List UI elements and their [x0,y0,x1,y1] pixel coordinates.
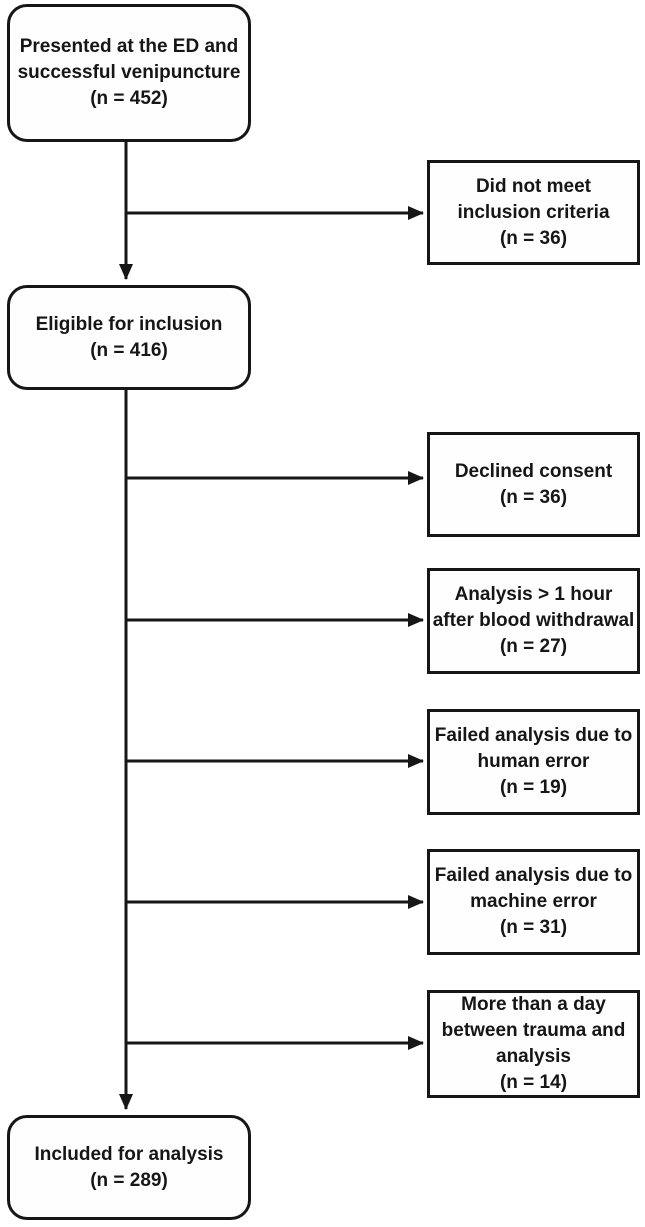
node-failed-machine-error: Failed analysis due to machine error (n … [427,849,640,955]
node-late-analysis: Analysis > 1 hour after blood withdrawal… [427,568,640,674]
node-failed-human-error: Failed analysis due to human error (n = … [427,709,640,815]
node-declined-consent: Declined consent (n = 36) [427,432,640,537]
node-label: Analysis > 1 hour after blood withdrawal [432,584,635,631]
node-count: (n = 416) [90,339,168,361]
node-label: More than a day between trauma and analy… [441,994,626,1067]
node-count: (n = 36) [499,227,568,249]
node-label: Declined consent [454,460,613,482]
node-count: (n = 14) [499,1072,568,1093]
node-label: Failed analysis due to machine error [434,865,633,912]
node-label: Presented at the ED and successful venip… [17,36,241,83]
node-count: (n = 289) [90,1169,168,1191]
node-count: (n = 31) [499,917,568,938]
node-count: (n = 27) [499,636,568,657]
node-presented-at-ed: Presented at the ED and successful venip… [7,4,251,142]
node-included-for-analysis: Included for analysis (n = 289) [7,1115,251,1220]
node-label: Eligible for inclusion [35,313,223,335]
node-did-not-meet-criteria: Did not meet inclusion criteria (n = 36) [427,160,640,265]
node-label: Did not meet inclusion criteria [457,175,610,223]
node-day-between-trauma: More than a day between trauma and analy… [427,990,640,1098]
node-eligible-for-inclusion: Eligible for inclusion (n = 416) [7,285,251,390]
node-count: (n = 36) [499,486,568,508]
node-label: Failed analysis due to human error [434,725,633,772]
node-count: (n = 19) [499,777,568,798]
node-count: (n = 452) [90,88,168,109]
node-label: Included for analysis [34,1143,224,1165]
